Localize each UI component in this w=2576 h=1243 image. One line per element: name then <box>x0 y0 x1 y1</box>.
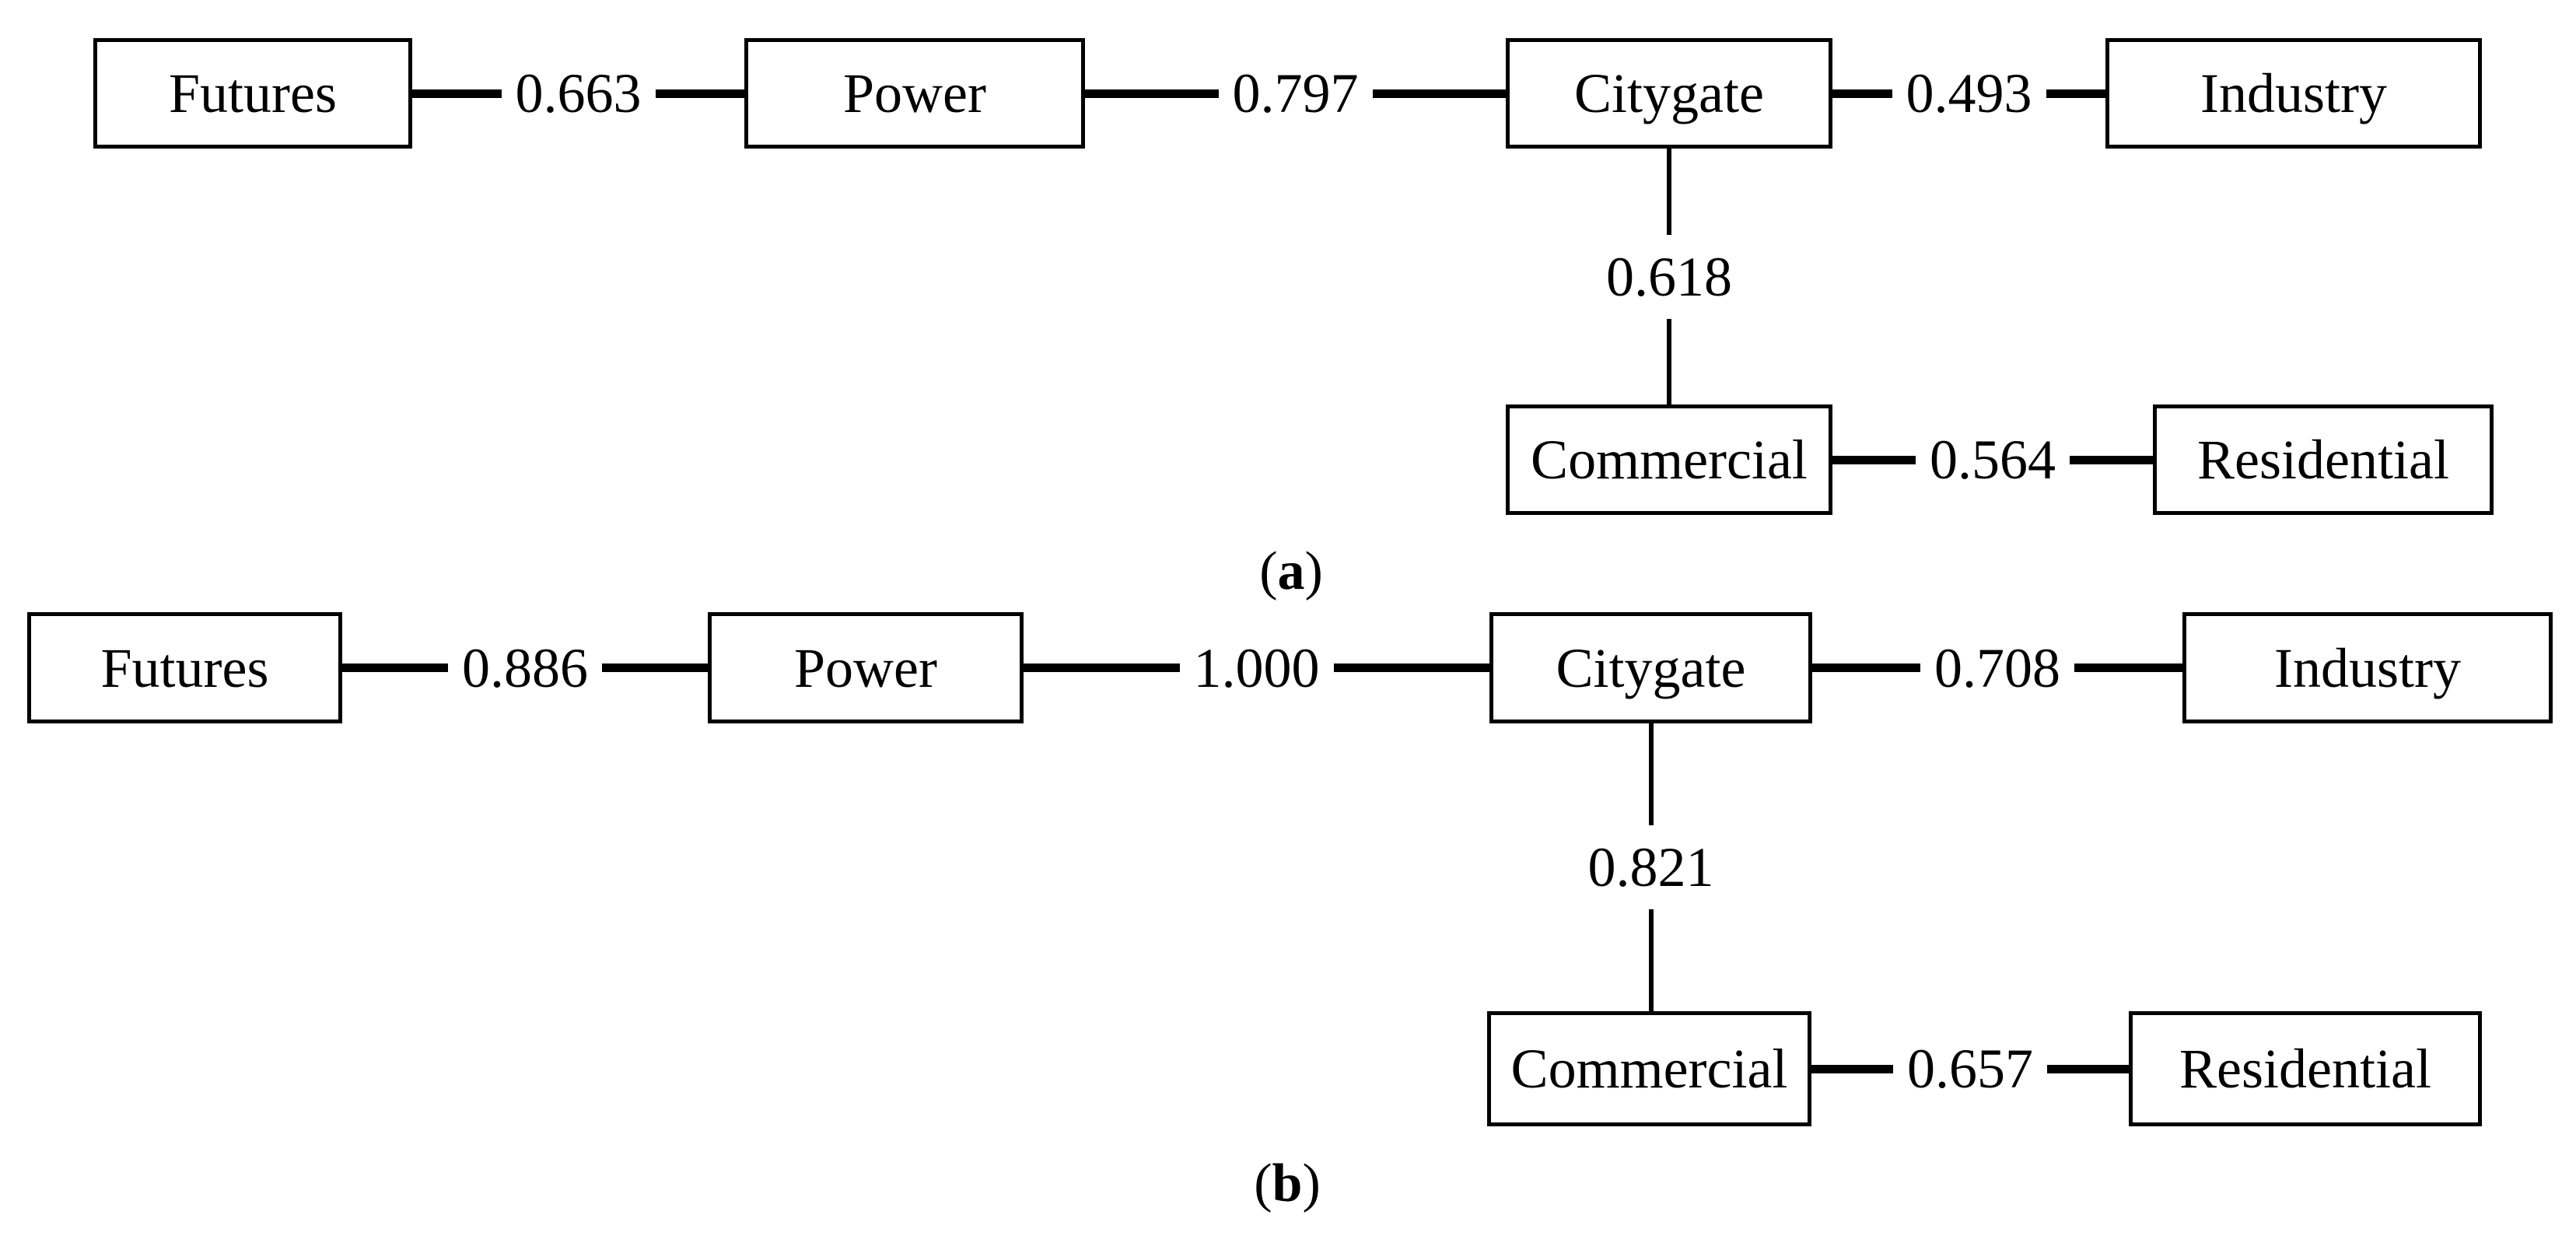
node-industry-a: Industry <box>2105 38 2482 149</box>
node-label-citygate-b: Citygate <box>1556 636 1746 699</box>
node-power-b: Power <box>708 612 1024 723</box>
node-residential-a: Residential <box>2153 404 2494 515</box>
panel-caption-letter-a: a <box>1277 541 1305 601</box>
panel-caption-letter-b: b <box>1272 1154 1303 1213</box>
edge-weight-futures-power-b: 0.886 <box>448 636 602 699</box>
node-citygate-a: Citygate <box>1506 38 1832 149</box>
node-commercial-b: Commercial <box>1487 1011 1811 1126</box>
edge-weight-commercial-residential-a: 0.564 <box>1916 429 2070 491</box>
edge-weight-futures-power-a: 0.663 <box>501 62 656 124</box>
edge-weight-citygate-commercial-b: 0.821 <box>1583 825 1719 909</box>
node-power-a: Power <box>744 38 1085 149</box>
node-label-residential-b: Residential <box>2179 1038 2431 1100</box>
node-label-industry-b: Industry <box>2274 636 2461 699</box>
node-label-commercial-b: Commercial <box>1510 1038 1788 1100</box>
edge-weight-citygate-industry-b: 0.708 <box>1920 636 2074 699</box>
edge-weight-citygate-commercial-a: 0.618 <box>1601 234 1737 319</box>
edge-weight-commercial-residential-b: 0.657 <box>1893 1038 2047 1100</box>
edge-weight-power-citygate-a: 0.797 <box>1218 62 1373 124</box>
node-label-industry-a: Industry <box>2200 62 2387 124</box>
node-label-residential-a: Residential <box>2197 429 2449 491</box>
edge-weight-power-citygate-b: 1.000 <box>1179 636 1334 699</box>
node-industry-b: Industry <box>2182 612 2553 723</box>
node-label-power-a: Power <box>843 62 986 124</box>
panel-caption-close-b: ) <box>1302 1154 1321 1213</box>
panel-caption-close-a: ) <box>1304 541 1323 601</box>
node-label-commercial-a: Commercial <box>1531 429 1808 491</box>
panel-caption-a: (a) <box>1259 544 1323 599</box>
edge-weight-citygate-industry-a: 0.493 <box>1892 62 2046 124</box>
node-residential-b: Residential <box>2129 1011 2482 1126</box>
node-label-futures-a: Futures <box>169 62 337 124</box>
panel-caption-b: (b) <box>1254 1157 1321 1211</box>
node-label-futures-b: Futures <box>100 636 269 699</box>
node-futures-a: Futures <box>93 38 412 149</box>
node-citygate-b: Citygate <box>1489 612 1812 723</box>
node-futures-b: Futures <box>27 612 342 723</box>
panel-caption-open-a: ( <box>1259 541 1278 601</box>
panel-caption-open-b: ( <box>1254 1154 1272 1213</box>
node-label-power-b: Power <box>794 636 937 699</box>
node-label-citygate-a: Citygate <box>1574 62 1764 124</box>
node-commercial-a: Commercial <box>1506 404 1832 515</box>
